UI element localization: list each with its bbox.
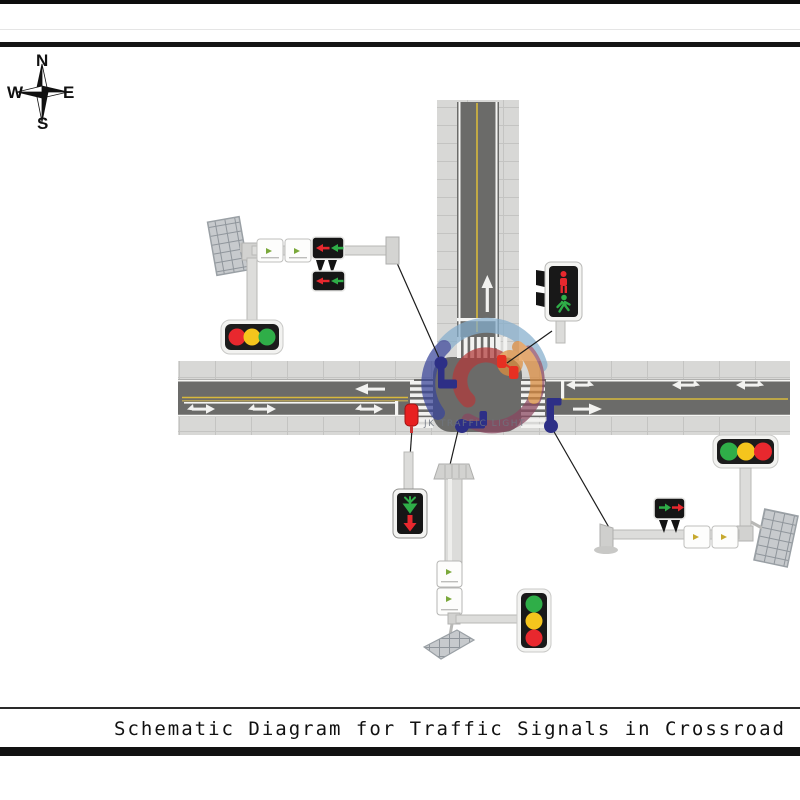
- pedestrian-green-figure: [556, 294, 571, 313]
- yellow-lamp: [525, 612, 543, 630]
- red-lamp: [228, 328, 246, 346]
- leader-west-assembly: [396, 262, 441, 361]
- green-lamp: [525, 595, 543, 613]
- lane-signal-box-upper: [311, 236, 345, 260]
- bottom-thick-rule: [0, 747, 800, 756]
- signal-head-east: [712, 434, 779, 469]
- marker-northeast: [497, 355, 519, 379]
- pole-capital: [433, 463, 475, 480]
- crossing-signal-pole: [403, 451, 414, 493]
- solar-panel-flat: [422, 629, 476, 660]
- lane-arrow-east-straight: [573, 403, 602, 415]
- lane-arrows-eastbound-combo: [187, 404, 383, 414]
- panel-bracket-east: [750, 520, 763, 530]
- visor-east-2: [671, 520, 680, 533]
- red-down-arrow-aspect: [403, 515, 417, 532]
- watermark-text: JK TRAFFIC LIGHT: [424, 419, 527, 429]
- red-lamp: [525, 629, 543, 647]
- marker-southeast: [544, 398, 562, 433]
- compass-south-label: S: [37, 114, 49, 133]
- marker-south: [455, 411, 487, 433]
- pole-module-1: [436, 560, 463, 588]
- arm-module-1: [256, 238, 284, 263]
- ped-pole: [555, 320, 566, 344]
- lane-arrows-westbound-combo: [566, 380, 764, 390]
- lane-signal-box-lower: [311, 270, 346, 292]
- title-top-line: [0, 707, 800, 709]
- center-lines: [182, 103, 788, 402]
- red-lamp: [754, 442, 772, 461]
- curb-lines: [178, 102, 790, 417]
- north-pedestrian-signal: [536, 261, 583, 344]
- yellow-lamp: [243, 328, 261, 346]
- pole-module-2: [436, 587, 463, 616]
- leader-south-pole: [448, 430, 459, 470]
- arm-module-east-2: [711, 525, 739, 549]
- flange-base: [594, 546, 618, 554]
- green-lamp: [258, 328, 276, 346]
- signal-head-south: [516, 588, 552, 653]
- south-crossing-signal: [392, 451, 428, 539]
- leader-north-pedestrian: [506, 330, 553, 364]
- pedestrian-red-figure: [560, 271, 567, 293]
- green-arrow-aspect: [402, 496, 418, 514]
- top-border-bar: [0, 0, 800, 4]
- visor-1: [316, 260, 325, 274]
- top-faint-line: [0, 29, 800, 30]
- signal-position-markers: [404, 355, 562, 433]
- solar-panel-east: [753, 508, 799, 568]
- callout-lines: [396, 262, 612, 532]
- main-pole: [444, 478, 463, 564]
- signal-head-west: [220, 319, 284, 355]
- page-title: Schematic Diagram for Traffic Signals in…: [114, 718, 786, 740]
- compass-rose: [16, 63, 69, 123]
- leader-east-assembly: [552, 429, 612, 532]
- west-signal-assembly: [206, 215, 400, 355]
- lane-signal-box-east: [653, 497, 686, 520]
- compass-north-label: N: [36, 51, 49, 70]
- lane-arrow-west-straight: [355, 383, 385, 395]
- arm-end-pole: [385, 236, 400, 265]
- signal-pole: [246, 257, 258, 329]
- roads: [178, 100, 790, 435]
- lane-arrow-north-straight: [481, 275, 493, 312]
- arm-module-2: [284, 238, 312, 263]
- marker-west: [404, 403, 419, 433]
- signal-pole-east: [739, 467, 752, 531]
- visor-east-1: [659, 520, 668, 533]
- yellow-lamp: [737, 442, 755, 461]
- top-thick-rule: [0, 42, 800, 47]
- visor-2: [328, 260, 337, 274]
- compass-west-label: W: [7, 83, 24, 102]
- marker-northwest: [434, 356, 457, 389]
- east-signal-assembly: [594, 434, 799, 568]
- compass-east-label: E: [63, 83, 75, 102]
- mast-arm-south: [455, 614, 521, 624]
- south-signal-assembly: [422, 463, 552, 660]
- green-lamp: [720, 442, 738, 461]
- arm-module-east-1: [683, 525, 711, 549]
